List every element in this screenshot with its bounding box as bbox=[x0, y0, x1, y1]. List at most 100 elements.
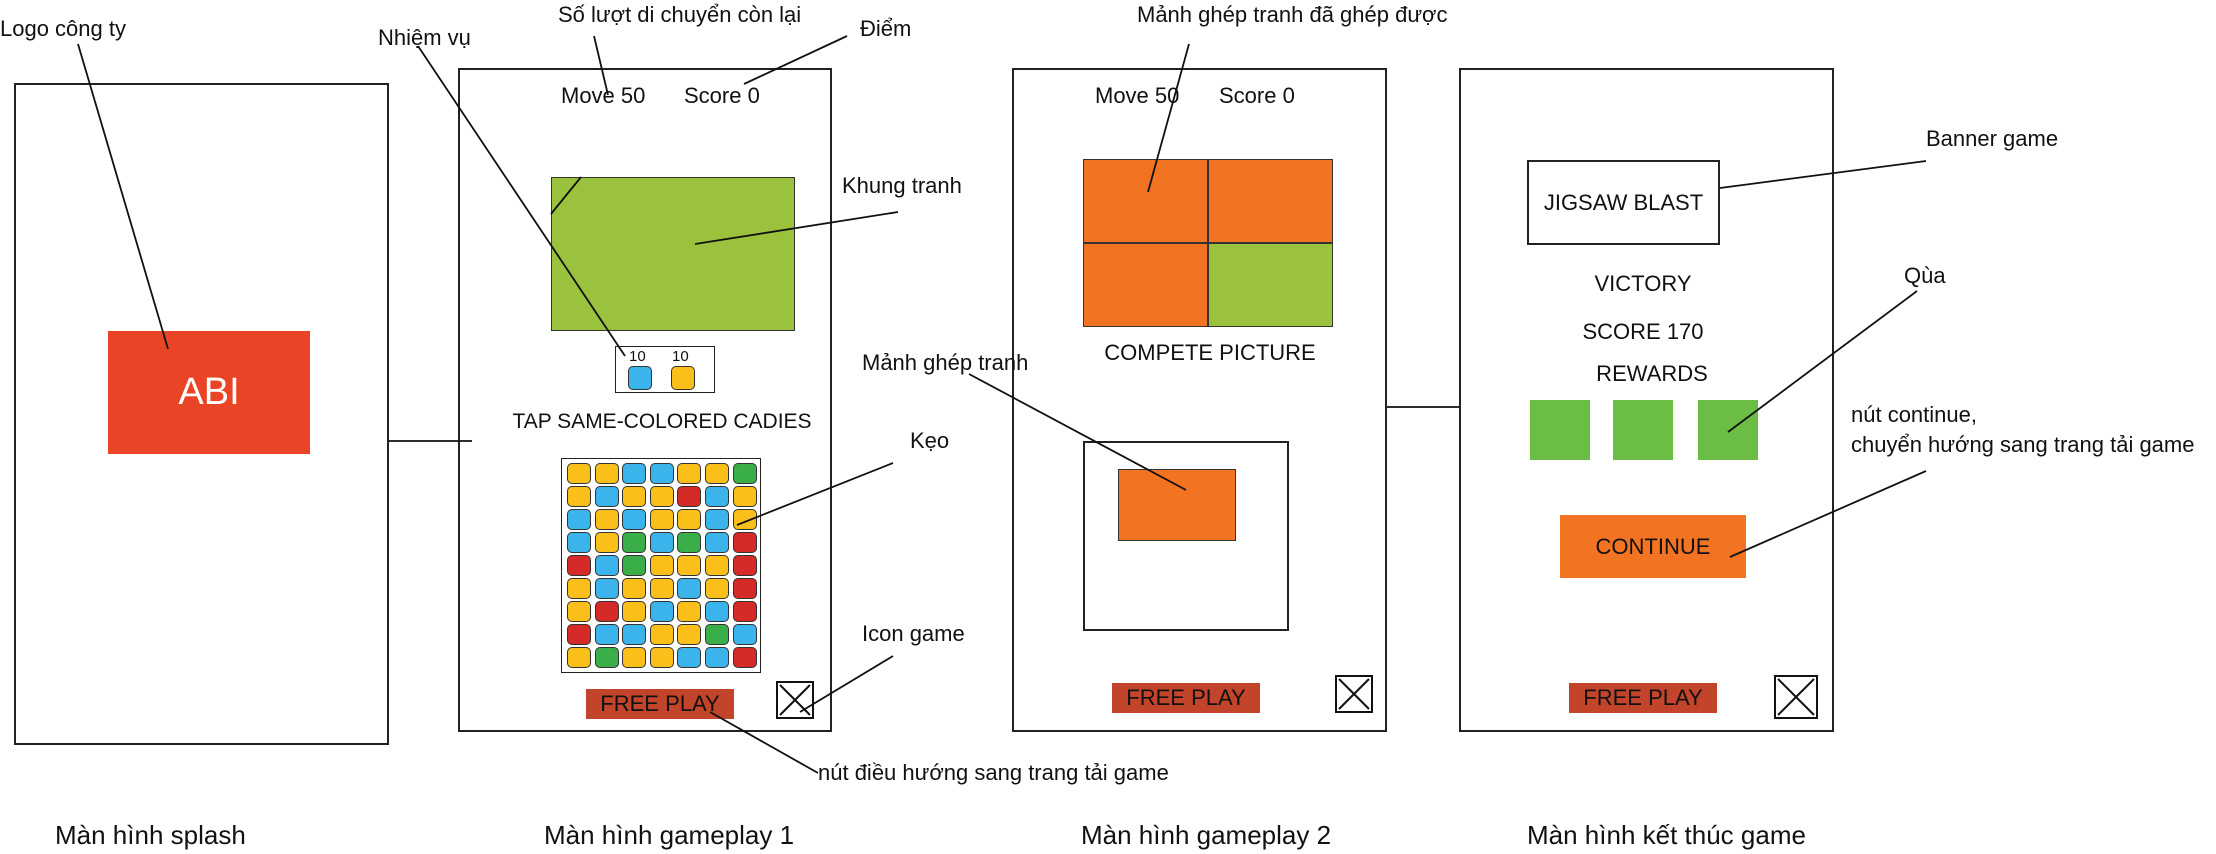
puzzle-piece[interactable] bbox=[1118, 469, 1236, 541]
candy-yellow[interactable] bbox=[649, 578, 674, 599]
candy-yellow[interactable] bbox=[677, 601, 702, 622]
candy-blue[interactable] bbox=[705, 647, 729, 668]
candy-yellow[interactable] bbox=[705, 463, 729, 484]
annotation-logo: Logo công ty bbox=[0, 16, 126, 41]
candy-yellow[interactable] bbox=[705, 555, 729, 576]
game-banner: JIGSAW BLAST bbox=[1527, 160, 1720, 245]
candy-blue[interactable] bbox=[567, 532, 591, 553]
game-icon-button-2[interactable] bbox=[1335, 675, 1373, 713]
annotation-continue-1: nút continue, bbox=[1851, 402, 1977, 427]
candy-red[interactable] bbox=[732, 647, 757, 668]
reward-gift-1[interactable] bbox=[1530, 400, 1590, 460]
candy-yellow[interactable] bbox=[732, 486, 757, 507]
free-play-button-3[interactable]: FREE PLAY bbox=[1569, 683, 1717, 713]
candy-yellow[interactable] bbox=[677, 463, 702, 484]
annotation-game-icon: Icon game bbox=[862, 621, 965, 646]
candy-yellow[interactable] bbox=[649, 624, 674, 645]
picture-frame bbox=[551, 177, 795, 331]
candy-yellow[interactable] bbox=[622, 647, 647, 668]
candy-blue[interactable] bbox=[705, 509, 729, 530]
close-x-icon bbox=[1777, 678, 1815, 716]
candy-blue[interactable] bbox=[622, 624, 647, 645]
move-counter: Move 50 bbox=[561, 83, 646, 108]
candy-blue[interactable] bbox=[594, 624, 619, 645]
candy-yellow[interactable] bbox=[649, 486, 674, 507]
candy-red[interactable] bbox=[732, 555, 757, 576]
candy-red[interactable] bbox=[567, 624, 591, 645]
candy-blue[interactable] bbox=[705, 601, 729, 622]
score-counter: Score 0 bbox=[684, 83, 760, 108]
candy-yellow[interactable] bbox=[567, 578, 591, 599]
free-play-button-2[interactable]: FREE PLAY bbox=[1112, 683, 1260, 713]
candy-red[interactable] bbox=[732, 578, 757, 599]
candy-yellow[interactable] bbox=[567, 647, 591, 668]
candy-blue[interactable] bbox=[622, 463, 647, 484]
mission-count-yellow: 10 bbox=[672, 348, 689, 365]
candy-yellow[interactable] bbox=[567, 601, 591, 622]
candy-yellow[interactable] bbox=[594, 463, 619, 484]
picture-piece-orange bbox=[1083, 159, 1208, 243]
candy-blue[interactable] bbox=[649, 532, 674, 553]
candy-blue[interactable] bbox=[705, 532, 729, 553]
candy-green[interactable] bbox=[594, 647, 619, 668]
candy-red[interactable] bbox=[732, 601, 757, 622]
move-counter-2: Move 50 bbox=[1095, 83, 1180, 108]
candy-yellow[interactable] bbox=[622, 578, 647, 599]
reward-gift-3[interactable] bbox=[1698, 400, 1758, 460]
caption-gameplay1: Màn hình gameplay 1 bbox=[544, 820, 795, 850]
candy-blue[interactable] bbox=[594, 486, 619, 507]
free-play-button-1[interactable]: FREE PLAY bbox=[586, 689, 734, 719]
candy-yellow[interactable] bbox=[732, 509, 757, 530]
candy-green[interactable] bbox=[705, 624, 729, 645]
caption-splash: Màn hình splash bbox=[55, 820, 246, 850]
candy-yellow[interactable] bbox=[622, 601, 647, 622]
candy-blue[interactable] bbox=[594, 578, 619, 599]
candy-yellow[interactable] bbox=[649, 509, 674, 530]
candy-blue[interactable] bbox=[649, 463, 674, 484]
candy-blue[interactable] bbox=[567, 509, 591, 530]
company-logo: ABI bbox=[108, 331, 310, 454]
close-x-icon bbox=[779, 684, 811, 716]
candy-yellow[interactable] bbox=[594, 509, 619, 530]
candy-blue[interactable] bbox=[649, 601, 674, 622]
annotation-free-play-nav: nút điều hướng sang trang tải game bbox=[818, 760, 1169, 785]
candy-yellow[interactable] bbox=[567, 486, 591, 507]
candy-yellow[interactable] bbox=[567, 463, 591, 484]
candy-blue[interactable] bbox=[677, 578, 702, 599]
candy-yellow[interactable] bbox=[677, 509, 702, 530]
candy-red[interactable] bbox=[677, 486, 702, 507]
candy-green[interactable] bbox=[622, 555, 647, 576]
annotation-gift: Qùa bbox=[1904, 263, 1946, 288]
candy-yellow[interactable] bbox=[649, 647, 674, 668]
complete-picture-label: COMPETE PICTURE bbox=[1104, 340, 1316, 365]
candy-yellow[interactable] bbox=[677, 624, 702, 645]
candy-green[interactable] bbox=[622, 532, 647, 553]
candy-green[interactable] bbox=[677, 532, 702, 553]
candy-yellow[interactable] bbox=[622, 486, 647, 507]
candy-blue[interactable] bbox=[677, 647, 702, 668]
candy-yellow[interactable] bbox=[649, 555, 674, 576]
victory-text: VICTORY bbox=[1594, 271, 1692, 296]
candy-blue[interactable] bbox=[732, 624, 757, 645]
game-icon-button-1[interactable] bbox=[776, 681, 814, 719]
candy-green[interactable] bbox=[732, 463, 757, 484]
annotation-points: Điểm bbox=[860, 16, 912, 41]
reward-gift-2[interactable] bbox=[1613, 400, 1673, 460]
candy-yellow[interactable] bbox=[705, 578, 729, 599]
close-x-icon bbox=[1338, 678, 1370, 710]
candy-blue[interactable] bbox=[622, 509, 647, 530]
candy-yellow[interactable] bbox=[677, 555, 702, 576]
mission-candy-yellow bbox=[671, 366, 695, 390]
candy-blue[interactable] bbox=[705, 486, 729, 507]
candy-red[interactable] bbox=[567, 555, 591, 576]
candy-red[interactable] bbox=[594, 601, 619, 622]
picture-piece-orange bbox=[1208, 159, 1333, 243]
candy-red[interactable] bbox=[732, 532, 757, 553]
candy-blue[interactable] bbox=[594, 555, 619, 576]
instruction-text: TAP SAME-COLORED CADIES bbox=[512, 410, 812, 433]
candy-yellow[interactable] bbox=[594, 532, 619, 553]
continue-button[interactable]: CONTINUE bbox=[1560, 515, 1746, 578]
annotation-mission: Nhiệm vụ bbox=[378, 25, 471, 50]
game-icon-button-3[interactable] bbox=[1774, 675, 1818, 719]
caption-gameplay2: Màn hình gameplay 2 bbox=[1081, 820, 1332, 850]
